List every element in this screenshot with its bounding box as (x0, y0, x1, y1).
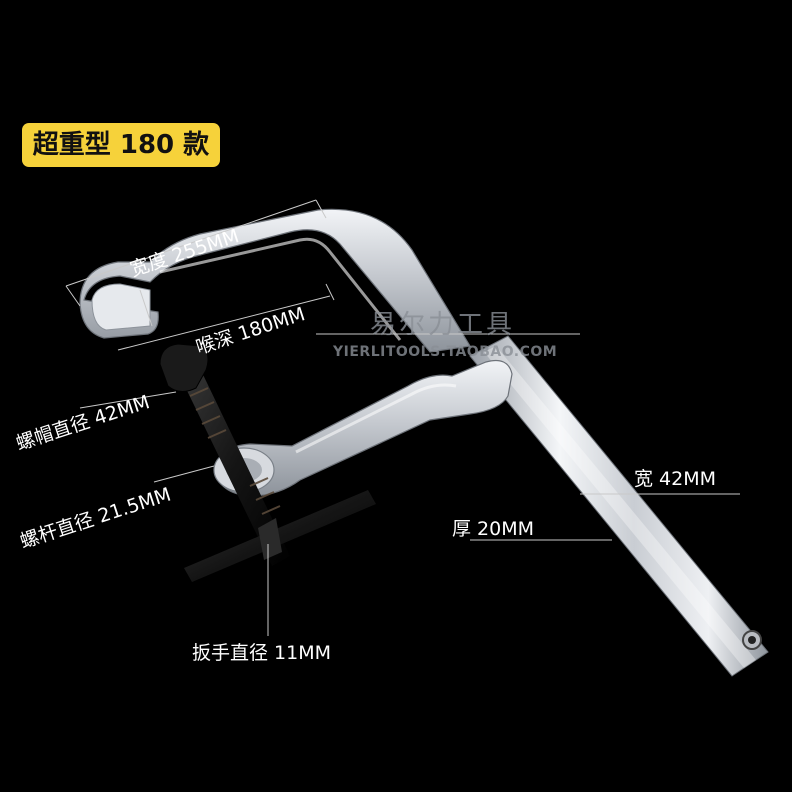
bar-width-label: 宽 42MM (634, 468, 717, 490)
t-handle (184, 490, 376, 582)
fixed-jaw (79, 208, 471, 353)
screw (159, 343, 290, 566)
watermark-url: YIERLITOOLS.TAOBAO.COM (333, 344, 558, 360)
clamp-bar (469, 335, 769, 677)
handle-diameter-label: 扳手直径 11MM (192, 642, 332, 664)
watermark-chinese: 易尔力工具 (370, 310, 516, 340)
sliding-arm (213, 359, 513, 497)
thickness-label: 厚 20MM (452, 518, 535, 540)
dimension-lines (65, 199, 740, 636)
model-badge: 超重型 180 款 (22, 123, 220, 167)
